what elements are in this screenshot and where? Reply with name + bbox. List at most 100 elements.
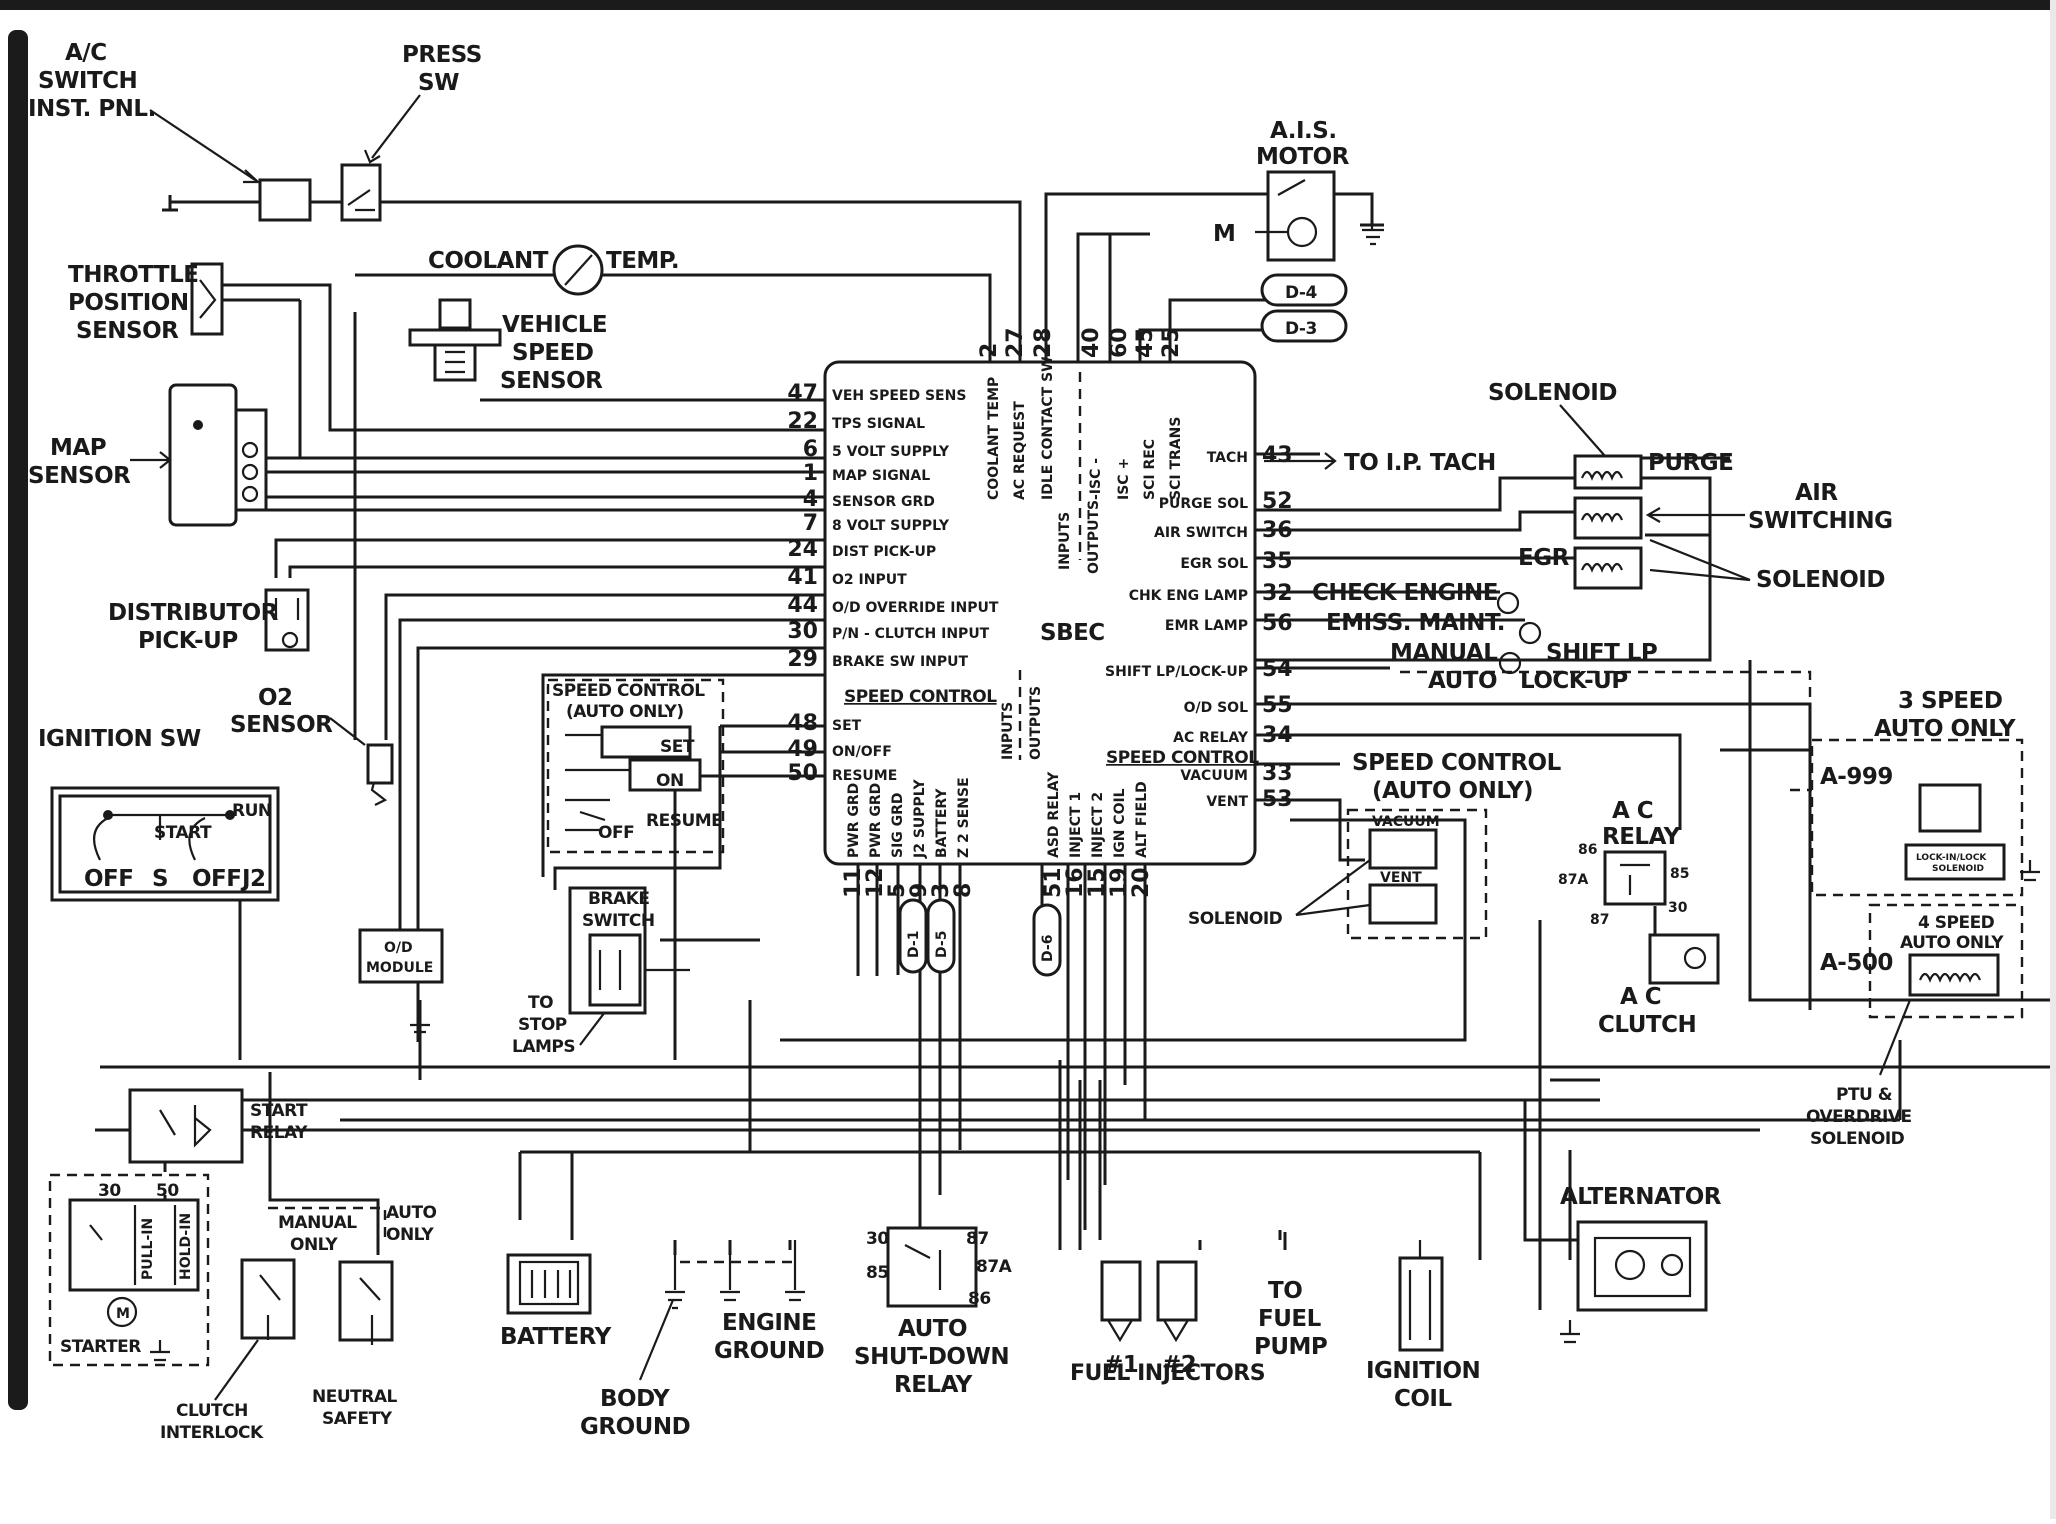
start-relay-icon [128,1088,244,1164]
sbec-top-pin-label: AC REQUEST [1012,401,1028,500]
ground-symbol-3speed [2020,860,2040,882]
sbec-top-pin-num: 27 [1003,327,1028,358]
vehicle-speed-sensor-icon [408,298,502,382]
sbec-bottom-pin-label: INJECT 2 [1090,792,1106,858]
ac-clutch-icon [1648,933,1720,985]
sbec-left-pin-num: 4 [803,487,818,512]
four-speed-label-2: AUTO ONLY [1900,933,2004,953]
d3-pill [1260,309,1348,343]
ground-symbol-starter [150,1340,170,1362]
solenoid-mid-arrow-2 [1649,568,1751,582]
sbec-right-pin-label: VACUUM [1180,768,1248,784]
inj1-label: #1 [1104,1352,1138,1378]
spd-ctrl-left-title-2: (AUTO ONLY) [566,702,684,722]
sbec-top-pin-num: 28 [1031,327,1056,358]
clutch-interlock-label-1: CLUTCH [176,1401,248,1421]
check-engine-label: CHECK ENGINE [1312,580,1498,606]
sbec-left-pin-label: 5 VOLT SUPPLY [832,444,950,460]
press-sw-box [340,163,382,222]
spd-ctrl-on-label: ON [656,771,684,791]
coolant-label: COOLANT [428,248,549,274]
sbec-top-pin-num: 45 [1133,327,1158,358]
sbec-speed-control-header: SPEED CONTROL [844,687,997,707]
spd-ctrl-set-label: SET [660,737,695,757]
sbec-right-pin-label: CHK ENG LAMP [1129,588,1248,604]
sbec-outputs-top: OUTPUTS [1086,500,1102,574]
sbec-bottom-pin-num: 8 [951,883,976,898]
manual-auto-enclosure [268,1206,387,1240]
emiss-maint-lamp-icon [1518,621,1542,645]
ignition-coil-label-1: IGNITION [1366,1358,1480,1384]
asd-relay-icon [886,1226,978,1308]
sbec-top-pin-label: SCI TRANS [1168,417,1184,500]
sbec-bottom-pin-label: SIG GRD [890,792,906,858]
ais-motor-label-1: A.I.S. [1270,118,1337,144]
ignition-coil-label-2: COIL [1394,1386,1452,1412]
sbec-speed-pin-num: 48 [787,711,818,736]
inj2-label: #2 [1162,1352,1196,1378]
press-sw-label-1: PRESS [402,42,482,68]
body-ground-label-1: BODY [600,1386,670,1412]
sbec-box [823,360,1257,866]
sbec-speed-pin-label: RESUME [832,768,897,784]
vss-label-1: VEHICLE [502,312,607,338]
ignition-sw-label: IGNITION SW [38,726,201,752]
fuel-pump-label-3: PUMP [1254,1334,1327,1360]
egr-solenoid-icon [1573,546,1643,590]
sbec-left-pin-label: VEH SPEED SENS [832,388,966,404]
four-speed-label-1: 4 SPEED [1918,913,1995,933]
three-speed-enclosure [1810,738,2024,897]
ign-start-label: START [154,823,212,843]
sbec-left-pin-label: DIST PICK-UP [832,544,936,560]
sbec-top-pin-label: ISC + [1116,458,1132,500]
sbec-left-pin-num: 7 [803,511,818,536]
ac-relay-t87: 87 [1590,912,1609,928]
auto-label: AUTO [1428,668,1497,694]
asd-t85: 85 [866,1263,889,1283]
asd-label-2: SHUT-DOWN [854,1344,1009,1370]
d1-label: D-1 [906,931,922,958]
sbec-left-pin-label: SENSOR GRD [832,494,935,510]
ac-relay-t85: 85 [1670,866,1689,882]
a500-label: A-500 [1820,950,1893,976]
starter-hold-in: HOLD-IN [178,1213,194,1280]
shift-lp-label: SHIFT LP [1546,640,1657,666]
ac-relay-title-2: RELAY [1602,824,1681,850]
stop-lamps-label-2: STOP [518,1015,567,1035]
tps-label-2: POSITION [68,290,189,316]
sbec-speed-pin-num: 49 [787,737,818,762]
speed-control-left-enclosure [546,678,725,854]
sbec-left-pin-num: 47 [787,381,818,406]
dist-label-1: DISTRIBUTOR [108,600,279,626]
three-speed-label-2: AUTO ONLY [1874,716,2016,742]
solenoid-mid-arrow-1 [1649,538,1751,582]
sbec-left-pin-label: O2 INPUT [832,572,907,588]
ign-off1-label: OFF [84,866,133,892]
sbec-left-pin-num: 44 [787,593,818,618]
ac-clutch-label-1: A C [1620,984,1661,1010]
sbec-top-pin-num: 40 [1079,327,1104,358]
alternator-icon [1576,1220,1708,1312]
sbec-left-pin-label: 8 VOLT SUPPLY [832,518,950,534]
vent-solenoid-box [1368,883,1438,925]
sbec-top-pin-label: IDLE CONTACT SW [1040,356,1056,500]
sbec-bottom-pin-label: PWR GRD [868,783,884,858]
spd-ctrl-right-title-2: (AUTO ONLY) [1372,778,1533,804]
ac-relay-t87a: 87A [1558,872,1588,888]
vacuum-label: VACUUM [1372,814,1440,830]
asd-t86: 86 [968,1289,991,1309]
o2-label-1: O2 [258,685,293,711]
map-sensor-arrow [130,451,172,469]
asd-label-1: AUTO [898,1316,967,1342]
starter-enclosure [48,1173,210,1367]
coolant-temp-label: TEMP. [606,248,679,274]
body-ground-arrow [638,1299,675,1381]
frame-right-edge [2050,0,2056,1519]
o2-sensor-icon [366,743,394,806]
frame-left-edge [8,30,28,1410]
